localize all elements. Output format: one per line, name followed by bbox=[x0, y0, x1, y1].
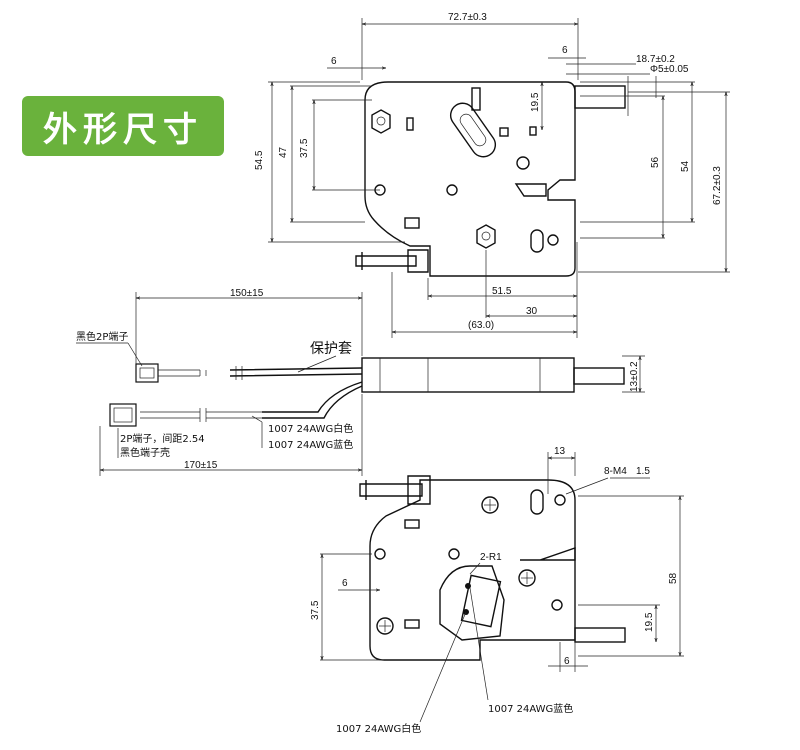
bottom-body-outline bbox=[369, 479, 576, 661]
dim-6-top-right: 6 bbox=[562, 45, 568, 56]
microswitch bbox=[439, 565, 505, 641]
bottom-screw-1 bbox=[481, 496, 499, 514]
side-wire-top bbox=[229, 367, 363, 377]
dim-47: 47 bbox=[278, 146, 289, 158]
dim-58: 58 bbox=[668, 572, 679, 584]
dim-2-r1: 2-R1 bbox=[480, 552, 502, 563]
bottom-hole-a bbox=[554, 494, 566, 506]
side-body bbox=[361, 357, 575, 393]
top-hole-1 bbox=[376, 116, 386, 126]
top-mount-hole-c bbox=[516, 156, 530, 170]
top-hex-nut-1 bbox=[371, 109, 391, 134]
dim-1-5: 1.5 bbox=[636, 466, 650, 477]
bottom-rect-1 bbox=[404, 519, 420, 529]
dim-37-5-bottom: 37.5 bbox=[310, 600, 321, 620]
bottom-screw-3 bbox=[376, 617, 394, 635]
top-mount-hole-d bbox=[547, 234, 559, 246]
label-wire-white-side: 1007 24AWG白色 bbox=[268, 422, 353, 435]
top-hex-nut-2 bbox=[476, 224, 496, 249]
dim-37-5: 37.5 bbox=[299, 138, 310, 158]
top-hole-2 bbox=[481, 231, 491, 241]
dim-150: 150±15 bbox=[230, 288, 264, 299]
dim-51-5: 51.5 bbox=[492, 286, 512, 297]
dim-13-side: 13±0.2 bbox=[629, 361, 640, 392]
label-wire-white-bottom: 1007 24AWG白色 bbox=[336, 722, 421, 735]
side-shaft bbox=[573, 367, 625, 385]
top-small-slot bbox=[530, 229, 544, 253]
bottom-slot bbox=[530, 489, 544, 515]
label-connector-top: 黑色2P端子 bbox=[76, 330, 128, 343]
bottom-rect-2 bbox=[404, 619, 420, 629]
switch-terminal-1 bbox=[465, 583, 471, 589]
top-latch-notch bbox=[514, 183, 547, 197]
label-wire-blue-bottom: 1007 24AWG蓝色 bbox=[488, 702, 573, 715]
connector-bottom bbox=[109, 403, 137, 427]
top-view: 72.7±0.3 6 6 18.7±0.2 Φ5±0.05 54.5 47 37… bbox=[254, 12, 730, 338]
bottom-hole-c bbox=[448, 548, 460, 560]
label-connector-bottom-2: 黑色端子壳 bbox=[120, 446, 170, 459]
label-wire-blue-side: 1007 24AWG蓝色 bbox=[268, 438, 353, 451]
top-rect-slot-1 bbox=[406, 117, 414, 131]
dim-30: 30 bbox=[526, 306, 538, 317]
title-badge: 外形尺寸 bbox=[22, 96, 224, 156]
dim-170: 170±15 bbox=[184, 460, 218, 471]
bottom-latch bbox=[520, 547, 576, 561]
bottom-view: 2-R1 13 8-M4 1.5 6 37.5 58 19.5 6 1007 2… bbox=[310, 446, 684, 735]
top-mount-hole-b bbox=[446, 184, 458, 196]
bottom-plunger bbox=[359, 475, 431, 505]
microswitch-body bbox=[460, 574, 502, 628]
dim-8-m4: 8-M4 bbox=[604, 466, 627, 477]
title-text: 外形尺寸 bbox=[43, 109, 203, 150]
dim-19-5-bottom: 19.5 bbox=[644, 612, 655, 632]
dim-67-2: 67.2±0.3 bbox=[712, 166, 723, 205]
label-sleeve: 保护套 bbox=[310, 341, 352, 357]
dim-54: 54 bbox=[680, 160, 691, 172]
top-rect-slot-4 bbox=[499, 127, 509, 137]
top-shaft bbox=[574, 85, 626, 109]
side-view: 13±0.2 150±15 170±15 保护套 黑色2P bbox=[76, 288, 645, 476]
label-connector-bottom-1: 2P端子，间距2.54 bbox=[120, 432, 205, 445]
dim-54-5: 54.5 bbox=[254, 150, 265, 170]
bottom-shaft bbox=[574, 627, 626, 643]
dim-19-5-top: 19.5 bbox=[530, 92, 541, 112]
dim-6-left-bottom: 6 bbox=[342, 578, 348, 589]
dim-13-bottom: 13 bbox=[554, 446, 566, 457]
connector-top bbox=[135, 363, 159, 383]
top-oval-slot bbox=[449, 102, 497, 158]
top-rect-slot-2 bbox=[404, 217, 420, 229]
dim-63: (63.0) bbox=[468, 320, 494, 331]
bottom-hole-b bbox=[374, 548, 386, 560]
bottom-screw-2 bbox=[518, 569, 536, 587]
top-plunger bbox=[355, 249, 429, 273]
top-tab bbox=[471, 87, 481, 111]
dim-56: 56 bbox=[650, 156, 661, 168]
dim-top-width: 72.7±0.3 bbox=[448, 12, 487, 23]
dim-6-bottom: 6 bbox=[564, 656, 570, 667]
dim-phi5: Φ5±0.05 bbox=[650, 64, 689, 75]
dim-18-7: 18.7±0.2 bbox=[636, 54, 675, 65]
dim-6-top-left: 6 bbox=[331, 56, 337, 67]
bottom-hole-d bbox=[551, 599, 563, 611]
top-rect-slot-3 bbox=[529, 126, 537, 136]
side-wire-bottom bbox=[262, 381, 363, 419]
